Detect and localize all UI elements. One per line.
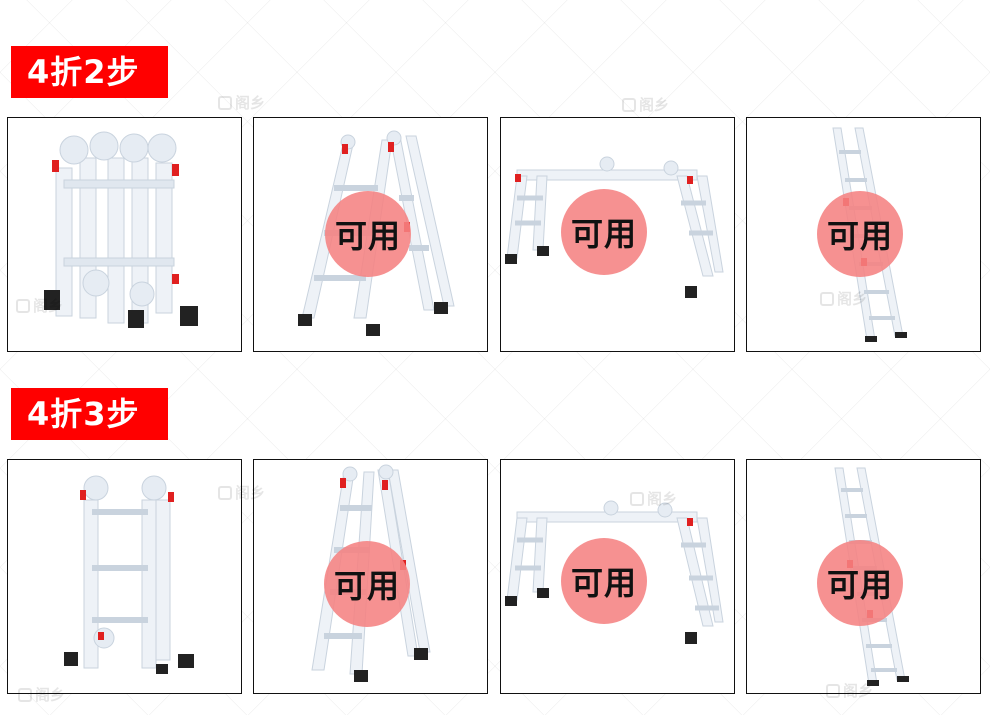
usable-badge: 可用 bbox=[324, 541, 410, 627]
watermark: 阁乡 bbox=[622, 94, 669, 115]
ladder-image-folded-3step bbox=[7, 459, 242, 694]
watermark-logo-icon bbox=[622, 97, 636, 112]
section-label-4fold-2step: 4折2步 bbox=[11, 46, 168, 98]
watermark: 阁乡 bbox=[218, 92, 265, 113]
ladder-image-folded-2step bbox=[7, 117, 242, 352]
ladder-image-scaffold-3step: 可用 bbox=[500, 459, 735, 694]
ladder-image-straight-3step: 可用 bbox=[746, 459, 981, 694]
ladder-image-a-frame-3step: 可用 bbox=[253, 459, 488, 694]
ladder-image-straight-2step: 可用 bbox=[746, 117, 981, 352]
ladder-image-scaffold-2step: 可用 bbox=[500, 117, 735, 352]
usable-badge: 可用 bbox=[817, 540, 903, 626]
usable-badge: 可用 bbox=[561, 538, 647, 624]
usable-badge: 可用 bbox=[561, 189, 647, 275]
watermark-logo-icon bbox=[218, 95, 232, 110]
usable-badge: 可用 bbox=[325, 191, 411, 277]
section-label-4fold-3step: 4折3步 bbox=[11, 388, 168, 440]
folded-ladder-graphic bbox=[44, 131, 198, 328]
folded-ladder-graphic bbox=[64, 475, 194, 674]
ladder-image-a-frame-2step: 可用 bbox=[253, 117, 488, 352]
scaffold-ladder-graphic bbox=[505, 156, 724, 298]
usable-badge: 可用 bbox=[817, 191, 903, 277]
scaffold-ladder-graphic bbox=[505, 500, 724, 644]
